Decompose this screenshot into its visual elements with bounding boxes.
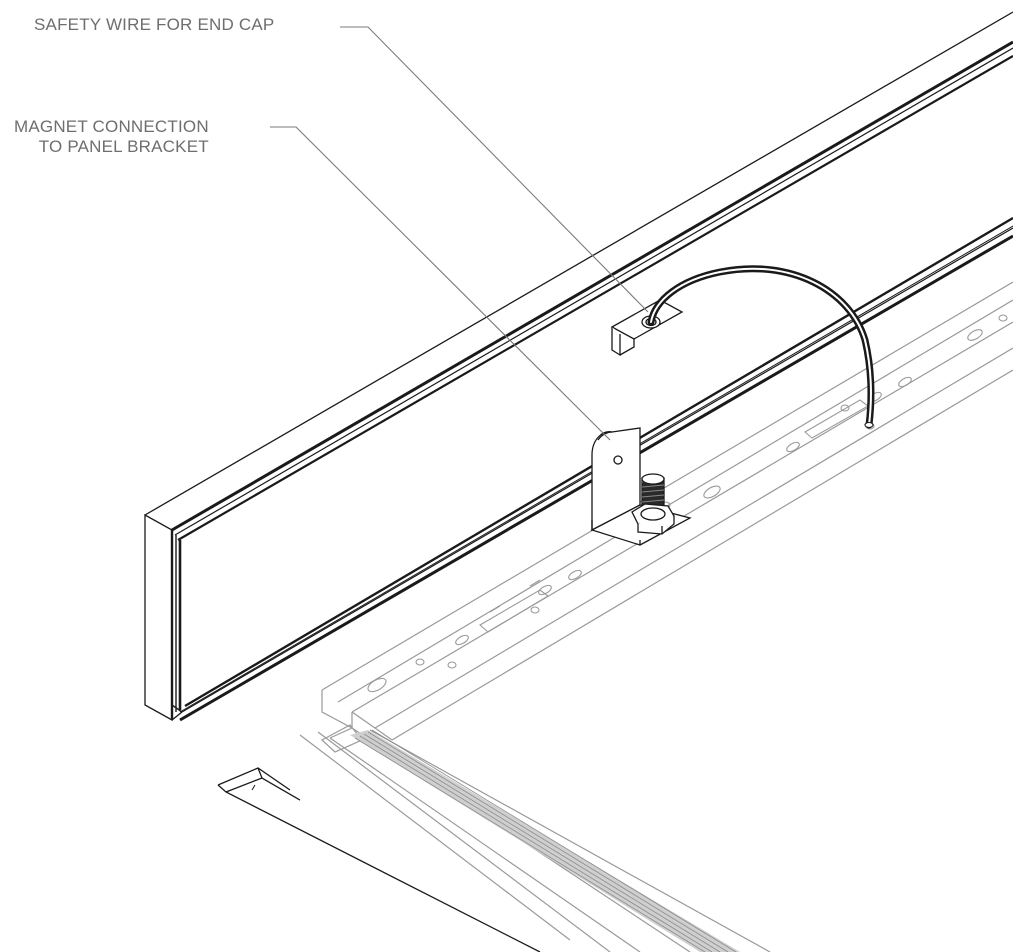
- safety-wire-bracket: [610, 299, 684, 357]
- callout-magnet-connection: MAGNET CONNECTION TO PANEL BRACKET: [14, 117, 209, 157]
- leader-lines: [270, 26, 649, 441]
- callout-magnet-line2: TO PANEL BRACKET: [38, 137, 209, 156]
- safety-wire: [647, 265, 875, 429]
- corner-piece: [217, 767, 541, 952]
- track-slots: [367, 314, 1008, 693]
- gasket-strip: [350, 729, 740, 952]
- callout-safety-wire: SAFETY WIRE FOR END CAP: [34, 15, 275, 34]
- magnet-leader: [270, 126, 611, 441]
- callout-magnet-line1: MAGNET CONNECTION: [14, 117, 209, 136]
- end-cap-rail: [144, 11, 1013, 722]
- safety-wire-leader: [340, 26, 649, 313]
- panel-frame: [299, 281, 1013, 952]
- magnet-bracket: [590, 427, 692, 546]
